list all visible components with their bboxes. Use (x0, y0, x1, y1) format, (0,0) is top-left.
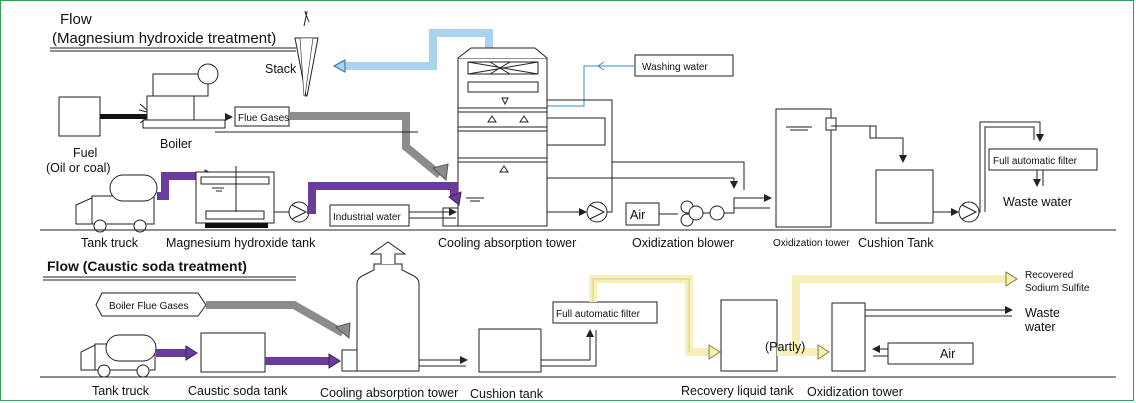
magnesium-hydroxide-tank (195, 166, 275, 228)
waste-label-line1: Waste (1025, 306, 1060, 320)
flue-gases-label: Flue Gases (238, 113, 289, 124)
cooling-absorption-tower-1 (442, 47, 548, 227)
waste-label-line2: water (1024, 320, 1056, 334)
tank-truck-1 (75, 174, 158, 233)
section1-title-line1: Flow (60, 11, 92, 28)
cushion-tank-label-1: Cushion Tank (858, 236, 934, 250)
full-filter-label-2: Full automatic filter (556, 309, 641, 320)
cooling-tower-label-1: Cooling absorption tower (438, 236, 576, 250)
oxidization-tower-label-1: Oxidization tower (773, 238, 850, 249)
cooling-absorption-tower-2 (341, 241, 420, 372)
air-label-1: Air (630, 208, 645, 222)
cushion-tank-label-2: Cushion tank (470, 387, 544, 401)
boiler-flue-gases-tag (95, 292, 207, 317)
partly-label: (Partly) (765, 340, 805, 354)
waste-water-label-1: Waste water (1003, 195, 1072, 209)
stack-label: Stack (265, 62, 297, 76)
oxidization-blower (688, 205, 704, 221)
industrial-water-box (329, 204, 410, 227)
washing-water-label: Washing water (642, 62, 708, 73)
tank-truck-2 (80, 334, 157, 378)
oxidization-tower-label-2: Oxidization tower (807, 385, 903, 399)
fuel-label-line2: (Oil or coal) (46, 161, 111, 175)
air-box-2 (887, 342, 974, 365)
tank-truck-label-1: Tank truck (81, 236, 139, 250)
fuel-label-line1: Fuel (73, 146, 97, 160)
stack: Stack (265, 11, 319, 97)
section2-title: Flow (Caustic soda treatment) (47, 258, 247, 274)
recovered-label-line1: Recovered (1025, 270, 1073, 281)
recovery-liquid-tank (720, 299, 778, 372)
caustic-tank-label: Caustic soda tank (188, 384, 288, 398)
exhaust-pipe (340, 29, 493, 70)
recovered-label-line2: Sodium Sulfite (1025, 283, 1090, 294)
full-filter-label-1: Full automatic filter (993, 156, 1078, 167)
magnesium-tank-label: Magnesium hydroxide tank (166, 236, 316, 250)
recovery-tank-label: Recovery liquid tank (681, 384, 794, 398)
industrial-water-label: Industrial water (333, 212, 401, 223)
caustic-soda-tank (200, 332, 266, 373)
air-label-2: Air (940, 347, 955, 361)
full-automatic-filter-2 (552, 301, 658, 324)
section1-title-line2: (Magnesium hydroxide treatment) (52, 30, 276, 47)
cushion-tank-1 (875, 169, 934, 224)
boiler-flue-gases-label: Boiler Flue Gases (109, 301, 188, 312)
tank-truck-label-2: Tank truck (92, 384, 150, 398)
oxidization-tower-2 (831, 302, 866, 372)
oxidization-tower-1 (775, 108, 837, 228)
fuel-tank: Fuel (Oil or coal) (46, 96, 111, 175)
cushion-tank-2 (478, 328, 542, 373)
oxidization-blower-label: Oxidization blower (632, 236, 734, 250)
boiler: Boiler (138, 63, 226, 151)
section1-title: Flow (Magnesium hydroxide treatment) (50, 11, 296, 52)
cooling-tower-label-2: Cooling absorption tower (320, 386, 458, 400)
boiler-label: Boiler (160, 137, 192, 151)
